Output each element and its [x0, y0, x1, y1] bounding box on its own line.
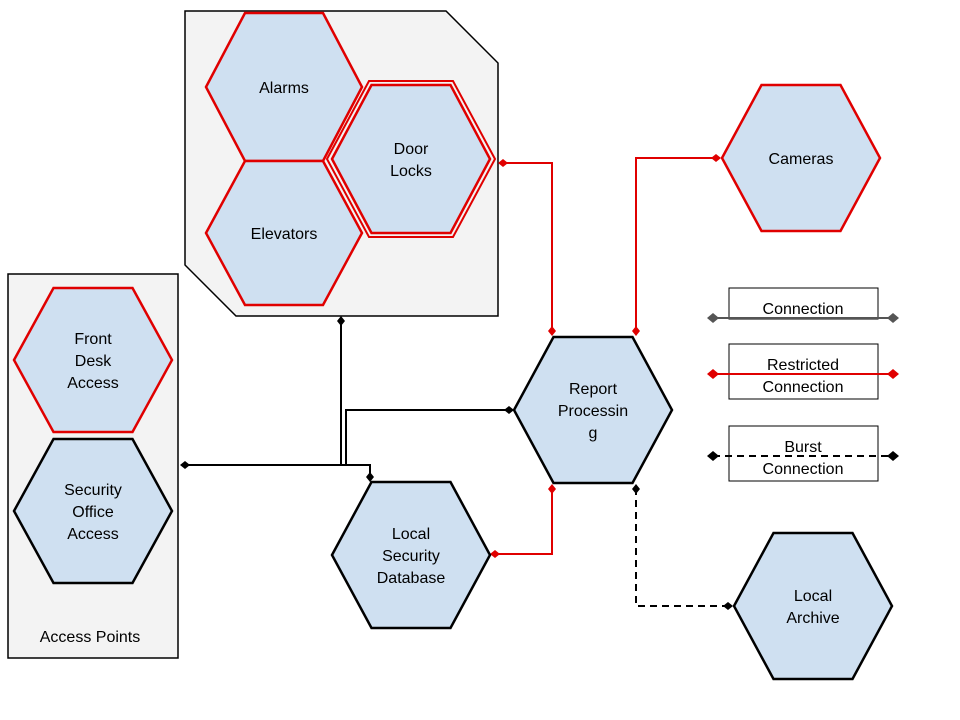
legend-restricted-right-diamond	[887, 369, 899, 379]
front-desk-access-node-label: Access	[67, 375, 119, 392]
elevators-node: Elevators	[204, 159, 364, 307]
legend-burst-right-diamond	[887, 451, 899, 461]
local-security-database-node-label: Local	[392, 526, 430, 543]
legend-connection-box	[728, 287, 879, 320]
report-processing-node-shape	[512, 335, 674, 485]
legend-burst-label-line1: Burst	[784, 439, 822, 456]
endpoint-diamond	[711, 154, 721, 162]
connector-report-to-archive	[635, 488, 728, 607]
legend-connection-right-diamond	[887, 313, 899, 323]
door-locks-node-shape	[330, 83, 492, 235]
legend-restricted-label-line2: Connection	[763, 379, 844, 396]
endpoint-diamond	[548, 326, 556, 336]
door-locks-node-outer-border	[325, 80, 497, 238]
legend-connection: Connection	[707, 287, 899, 323]
connector-endpoints	[180, 154, 733, 610]
legend: Connection Restricted Connection Burst C…	[707, 287, 899, 482]
door-locks-node-label: Locks	[390, 163, 432, 180]
endpoint-diamond	[337, 316, 345, 326]
front-desk-access-node-label: Desk	[75, 353, 112, 370]
restricted-connections	[496, 157, 716, 555]
local-security-database-node-shape	[330, 480, 492, 630]
endpoint-diamond	[632, 484, 640, 494]
legend-burst-box	[728, 425, 879, 482]
endpoint-diamond	[548, 484, 556, 494]
security-office-access-node-shape	[12, 437, 174, 585]
endpoint-diamond	[498, 159, 508, 167]
endpoint-diamond	[632, 326, 640, 336]
connector-cameras-to-report	[635, 157, 716, 331]
legend-connection-label: Connection	[763, 301, 844, 318]
cameras-node-shape	[720, 83, 882, 233]
security-office-access-node-label: Security	[64, 482, 122, 499]
local-archive-node-shape	[732, 531, 894, 681]
report-processing-node-label: Processin	[558, 403, 628, 420]
door-locks-node-label: Door	[394, 141, 429, 158]
local-security-database-node-label: Security	[382, 548, 440, 565]
legend-burst-label-line2: Connection	[763, 461, 844, 478]
legend-burst: Burst Connection	[707, 425, 899, 482]
alarms-node-label: Alarms	[259, 80, 309, 97]
local-security-database-node-label: Database	[377, 570, 446, 587]
connector-doorlocks-to-report	[504, 162, 553, 331]
connector-access-to-database	[184, 464, 371, 477]
endpoint-diamond	[504, 406, 514, 414]
normal-connections	[184, 321, 510, 477]
security-office-access-node-label: Office	[72, 504, 114, 521]
endpoint-diamond	[490, 550, 500, 558]
elevators-node-shape	[204, 159, 364, 307]
connector-devices-to-access	[184, 321, 342, 466]
front-desk-access-node-label: Front	[74, 331, 112, 348]
connector-access-to-report	[184, 409, 510, 466]
front-desk-access-node-shape	[12, 286, 174, 434]
endpoint-diamond	[366, 472, 374, 482]
elevators-node-label: Elevators	[251, 226, 318, 243]
security-office-access-node-label: Access	[67, 526, 119, 543]
report-processing-node-label: g	[589, 425, 598, 442]
endpoint-diamond	[180, 461, 190, 469]
cameras-node-label: Cameras	[769, 151, 834, 168]
legend-connection-left-diamond	[707, 313, 719, 323]
local-archive-node-label: Archive	[786, 610, 839, 627]
endpoint-diamond	[723, 602, 733, 610]
legend-burst-left-diamond	[707, 451, 719, 461]
access-points-group-label: Access Points	[40, 629, 140, 646]
connector-report-to-database	[496, 488, 553, 555]
local-archive-node-label: Local	[794, 588, 832, 605]
report-processing-node-label: Report	[569, 381, 618, 398]
cameras-node: Cameras	[720, 83, 882, 233]
legend-restricted: Restricted Connection	[707, 343, 899, 400]
legend-restricted-box	[728, 343, 879, 400]
legend-restricted-label-line1: Restricted	[767, 357, 839, 374]
legend-restricted-left-diamond	[707, 369, 719, 379]
nodes: AlarmsElevatorsDoorLocksFrontDeskAccessS…	[12, 11, 894, 681]
